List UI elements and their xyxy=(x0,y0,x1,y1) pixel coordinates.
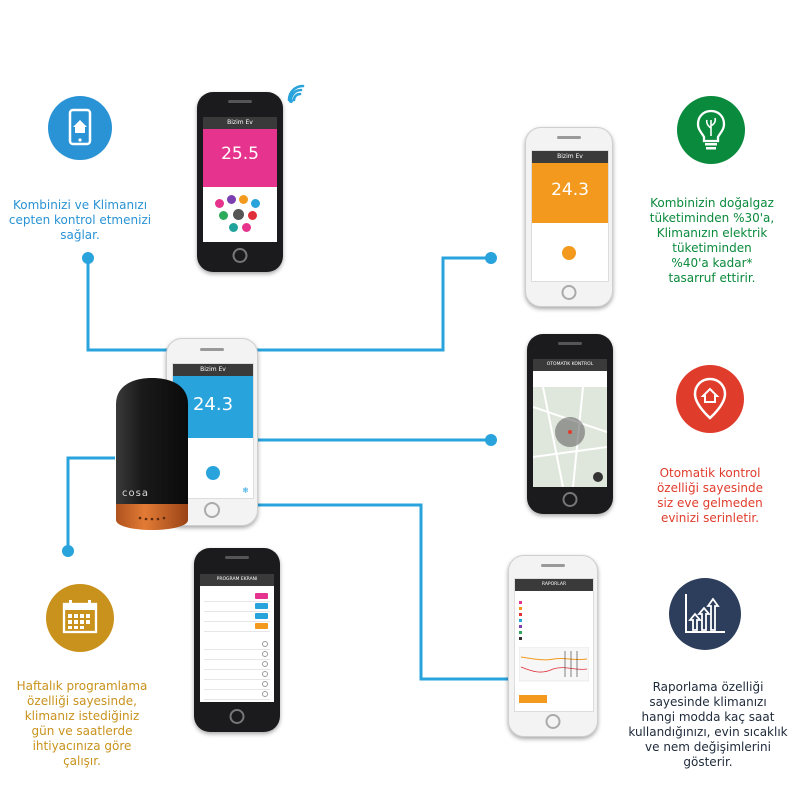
screen-title: Bizim Ev xyxy=(203,117,277,129)
mode-button[interactable] xyxy=(239,195,248,204)
connector-dot-right-mid xyxy=(485,434,497,446)
connector-dot-left-top xyxy=(82,252,94,264)
screen-title: Bizim Ev xyxy=(532,151,608,163)
phone-saving: Bizim Ev 24.3 xyxy=(525,127,613,307)
phone-home-icon xyxy=(48,96,112,160)
bar-chart-arrows-icon xyxy=(669,578,741,650)
home-button xyxy=(204,502,220,518)
temperature-value: 24.3 xyxy=(192,394,234,415)
connector-dot-right-top xyxy=(485,252,497,264)
temperature-panel xyxy=(203,129,277,187)
caption-saving: Kombinizin doğalgaz tüketiminden %30'a, … xyxy=(649,196,775,285)
phone-auto-control: OTOMATIK KONTROL xyxy=(527,334,613,514)
temperature-panel xyxy=(532,163,608,223)
lightbulb-leaf-icon xyxy=(677,96,745,164)
phone-screen: Bizim Ev 25.5 xyxy=(203,117,277,242)
mode-button[interactable] xyxy=(229,223,238,232)
home-button xyxy=(562,492,578,507)
connector-dot-left-bottom xyxy=(62,545,74,557)
mode-button[interactable] xyxy=(219,211,228,220)
home-button xyxy=(545,714,561,729)
mode-buttons xyxy=(215,195,265,235)
phone-home-control: Bizim Ev 25.5 xyxy=(197,92,283,272)
caption-weekly-program: Haftalık programlama özelliği sayesinde,… xyxy=(16,679,148,768)
temperature-value: 25.5 xyxy=(221,144,259,164)
mode-button[interactable] xyxy=(248,211,257,220)
mode-button[interactable] xyxy=(242,223,251,232)
phone-report: RAPORLAR xyxy=(508,555,598,737)
location-home-icon xyxy=(676,365,744,433)
home-button xyxy=(561,285,577,300)
screen-title: Bizim Ev xyxy=(173,364,253,376)
caption-reports: Raporlama özelliği sayesinde klimanızı h… xyxy=(628,680,788,769)
snowflake-icon: ❄ xyxy=(242,486,249,495)
home-button xyxy=(232,248,248,263)
mode-button[interactable] xyxy=(233,209,244,220)
screen-title: PROGRAM EKRANI xyxy=(200,574,274,586)
wifi-icon xyxy=(287,84,305,103)
phone-screen: PROGRAM EKRANI xyxy=(200,574,274,702)
screen-title: RAPORLAR xyxy=(515,579,593,591)
cosa-thermostat-device: cosa xyxy=(112,378,192,530)
report-button[interactable] xyxy=(519,695,547,703)
temperature-value: 24.3 xyxy=(551,180,589,200)
caption-remote-control: Kombinizi ve Klimanızı cepten kontrol et… xyxy=(8,198,152,242)
caption-auto-control: Otomatik kontrol özelliği sayesinde siz … xyxy=(656,466,764,525)
report-chart xyxy=(519,647,589,682)
mode-button[interactable] xyxy=(215,199,224,208)
mode-button[interactable] xyxy=(251,199,260,208)
mode-button[interactable] xyxy=(227,195,236,204)
phone-screen: OTOMATIK KONTROL xyxy=(533,359,607,487)
home-button xyxy=(229,709,245,724)
calendar-icon xyxy=(46,584,114,652)
legend xyxy=(519,601,579,651)
map xyxy=(533,386,607,487)
phone-screen: Bizim Ev 24.3 xyxy=(531,150,609,282)
phone-screen: RAPORLAR xyxy=(514,578,594,712)
device-brand-label: cosa xyxy=(122,488,149,499)
phone-program: PROGRAM EKRANI xyxy=(194,548,280,732)
screen-title: OTOMATIK KONTROL xyxy=(533,359,607,371)
mode-button[interactable] xyxy=(206,466,220,480)
mode-button[interactable] xyxy=(562,246,576,260)
